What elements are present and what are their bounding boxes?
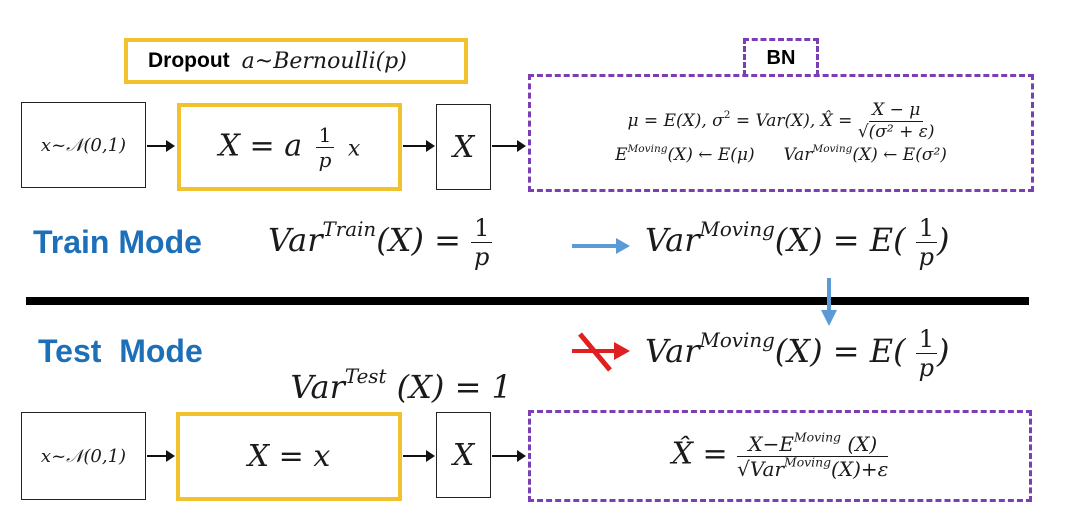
- test-rhs-sup: Moving: [699, 329, 775, 353]
- arrow-bottom-x-to-bn: [492, 450, 526, 462]
- bottom-bn-numerator: X−EMoving (X): [745, 431, 881, 457]
- bottom-num-a: X−E: [748, 431, 794, 456]
- bottom-input-box: x~𝒩(0,1): [21, 412, 146, 500]
- test-variance-formula: VarTest (X) = 1: [270, 330, 512, 406]
- bottom-bn-hat: X̂ =: [671, 436, 738, 471]
- top-input-label: x~𝒩(0,1): [40, 134, 127, 156]
- arrow-bottom-input-to-formula: [147, 450, 175, 462]
- bn-line-1: μ = E(X), σ2 = Var(X), X̂ = X − μ √(σ² +…: [627, 99, 935, 142]
- arrow-x-to-bn: [492, 140, 526, 152]
- train-fraction: 1 p: [471, 216, 493, 271]
- bn-line-1-part-a: μ = E(X), σ: [627, 110, 724, 131]
- test-mode-label: Test Mode: [38, 333, 203, 369]
- bn-line-2-sup: Moving: [627, 142, 668, 155]
- train-var: Var: [268, 221, 323, 259]
- bn-line-2-sup2: Moving: [812, 142, 853, 155]
- bottom-formula-box: X = x: [176, 412, 402, 501]
- bottom-num-b: (X): [841, 431, 878, 456]
- dropout-label-box: Dropout a~Bernoulli(p): [124, 38, 468, 84]
- dropout-fraction-den: p: [318, 147, 332, 172]
- arrow-bottom-formula-to-x: [403, 450, 435, 462]
- train-rhs-fraction-den: p: [918, 243, 935, 271]
- dropout-fraction: 1 p: [315, 125, 335, 172]
- bottom-den-b: (X)+ε: [831, 456, 889, 481]
- train-rhs-sup: Moving: [699, 218, 775, 242]
- bottom-bn-formula: X̂ = X−EMoving (X) √VarMoving(X)+ε: [671, 431, 889, 481]
- bn-label-box: BN: [743, 38, 819, 76]
- dropout-formula-box: X = a 1 p x: [177, 103, 402, 191]
- train-rhs-fraction: 1 p: [915, 216, 937, 271]
- bn-normalize-den: √(σ² + ε): [857, 121, 935, 142]
- train-rhs-mid: (X) = E(: [774, 221, 906, 259]
- train-mid: (X) =: [376, 221, 472, 259]
- train-blue-arrow: [572, 238, 630, 254]
- train-sup: Train: [322, 218, 377, 242]
- bottom-formula: X = x: [247, 439, 331, 474]
- train-moving-formula: VarMoving(X) = E( 1 p ): [645, 216, 949, 269]
- dropout-label: Dropout: [148, 49, 230, 72]
- test-moving-formula: VarMoving(X) = E( 1 p ): [645, 327, 949, 380]
- train-rhs-close: ): [937, 221, 950, 259]
- dropout-formula: X = a 1 p x: [219, 125, 361, 170]
- test-sup: Test: [344, 365, 387, 389]
- bottom-bn-box: X̂ = X−EMoving (X) √VarMoving(X)+ε: [528, 410, 1032, 502]
- bn-normalize-fraction: X − μ √(σ² + ε): [857, 101, 935, 142]
- bottom-num-sup: Moving: [793, 429, 841, 445]
- train-rhs-var: Var: [645, 221, 700, 259]
- top-output-box: X: [436, 104, 491, 190]
- bn-normalize-num: X − μ: [869, 101, 924, 122]
- arrow-dropout-to-x: [403, 140, 435, 152]
- bn-line-2-e: E: [615, 144, 628, 165]
- test-rhs-fraction: 1 p: [915, 327, 937, 382]
- train-rhs-fraction-num: 1: [915, 216, 937, 243]
- bn-line-2-moving-var: (X) ← E(σ²): [852, 144, 947, 165]
- bottom-bn-fraction: X−EMoving (X) √VarMoving(X)+ε: [737, 431, 889, 481]
- bottom-den-sup: Moving: [784, 454, 832, 470]
- bottom-output-label: X: [452, 437, 475, 473]
- bottom-bn-denominator: √VarMoving(X)+ε: [737, 454, 889, 481]
- test-rhs-close: ): [937, 332, 950, 370]
- moving-down-arrow: [821, 278, 837, 326]
- bn-line-2-moving-mean: (X) ← E(μ): [667, 144, 755, 165]
- bottom-output-box: X: [436, 412, 491, 498]
- top-output-label: X: [452, 129, 475, 165]
- train-fraction-num: 1: [471, 216, 493, 243]
- bottom-den-a: √Var: [737, 456, 785, 481]
- test-rhs-mid: (X) = E(: [774, 332, 906, 370]
- dropout-formula-lhs: X = a: [218, 128, 303, 163]
- mode-divider: [26, 297, 1029, 305]
- train-variance-formula: VarTrain(X) = 1 p: [268, 216, 493, 271]
- test-rhs-fraction-num: 1: [915, 327, 937, 354]
- test-rhs-fraction-den: p: [918, 354, 935, 382]
- dropout-distribution: a~Bernoulli(p): [241, 48, 407, 74]
- dropout-fraction-num: 1: [315, 125, 335, 148]
- bn-label: BN: [766, 47, 796, 69]
- arrow-input-to-dropout: [147, 140, 175, 152]
- bn-line-2-var: Var: [783, 144, 813, 165]
- bn-formula-box: μ = E(X), σ2 = Var(X), X̂ = X − μ √(σ² +…: [528, 74, 1034, 192]
- blocked-red-arrow: [572, 332, 630, 372]
- test-rhs-var: Var: [645, 332, 700, 370]
- test-mid: (X) = 1: [386, 368, 512, 406]
- bottom-input-label: x~𝒩(0,1): [40, 445, 127, 467]
- dropout-formula-tail: x: [347, 136, 361, 161]
- test-var: Var: [290, 368, 345, 406]
- train-fraction-den: p: [474, 243, 490, 271]
- train-mode-label: Train Mode: [33, 224, 202, 260]
- bn-line-1-part-b: = Var(X), X̂ =: [730, 110, 858, 131]
- top-input-box: x~𝒩(0,1): [21, 102, 146, 188]
- bn-line-2: EMoving(X) ← E(μ) VarMoving(X) ← E(σ²): [615, 142, 947, 165]
